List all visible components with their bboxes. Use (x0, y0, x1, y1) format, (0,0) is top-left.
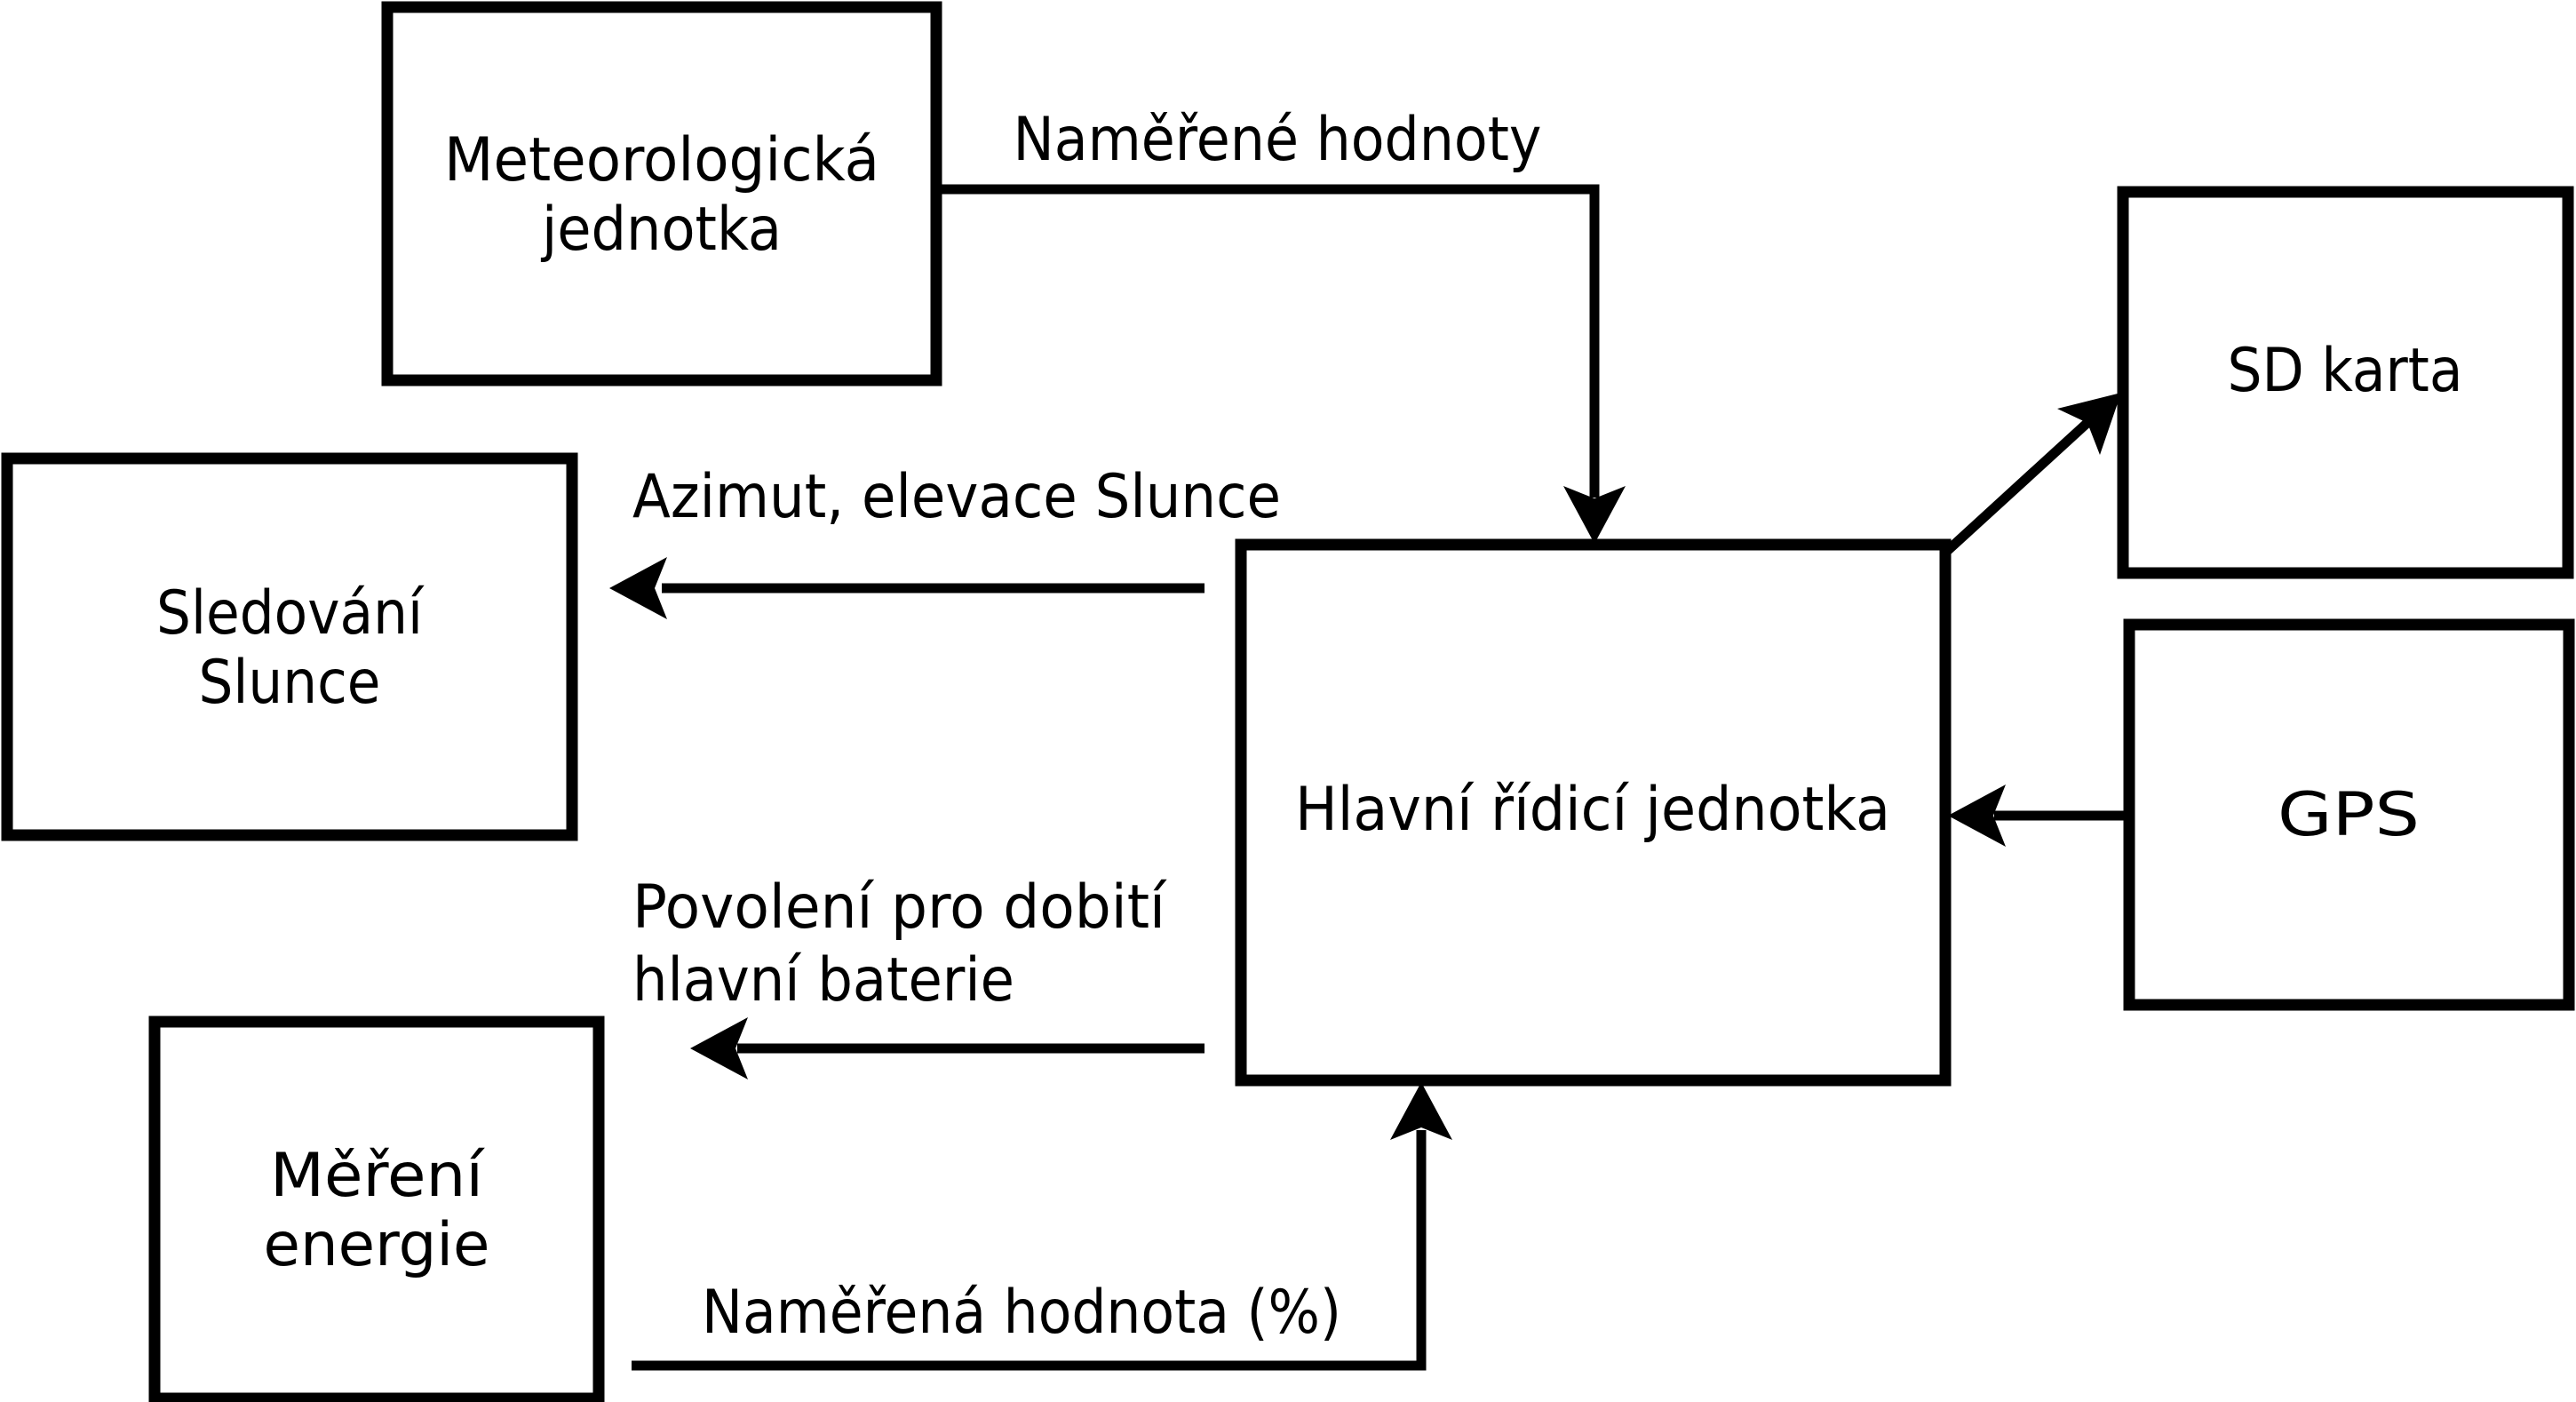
arrowhead-left-gps-icon (1948, 785, 2006, 847)
edges-layer (609, 184, 2129, 1371)
node-mereni-label-line2: energie (264, 1210, 490, 1280)
node-sd-box (2117, 186, 2574, 579)
arrowhead-left-battery-icon (690, 1017, 748, 1079)
node-labels-layer: Meteorologická jednotka Sledování Slunce… (156, 125, 2463, 1280)
edge-label-namerena-hodnota: Naměřená hodnota (%) (702, 1278, 1341, 1348)
arrowhead-left-icon (609, 557, 667, 619)
edge-label-namerene-hodnoty: Naměřené hodnoty (1014, 105, 1542, 175)
arrowhead-down-icon (1563, 486, 1626, 544)
node-sd-label: SD karta (2228, 336, 2463, 406)
edge-label-povoleni-line2: hlavní baterie (632, 945, 1014, 1016)
edge-meteo-to-hrj (936, 184, 1600, 498)
node-meteo-box (381, 1, 942, 386)
node-mereni-box (148, 1016, 605, 1402)
node-gps-box (2123, 618, 2575, 1011)
edge-labels-layer: Naměřené hodnoty Azimut, elevace Slunce … (632, 105, 1542, 1348)
node-hrj-box (1235, 538, 1952, 1087)
edge-label-povoleni-line1: Povolení pro dobití (632, 872, 1167, 943)
node-sledovani-box (1, 452, 578, 841)
node-mereni-label-line1: Měření (270, 1141, 485, 1211)
node-sledovani-label-line2: Slunce (199, 648, 381, 718)
node-gps-label: GPS (2278, 780, 2420, 850)
node-hrj-label: Hlavní řídicí jednotka (1295, 775, 1890, 845)
edge-hrj-to-sd (1942, 417, 2093, 557)
node-meteo-label-line2: jednotka (540, 195, 782, 265)
arrowhead-upright-icon (2057, 393, 2121, 455)
node-meteo-label-line1: Meteorologická (444, 125, 879, 195)
arrowhead-up-icon (1390, 1082, 1452, 1140)
edge-mereni-to-hrj (632, 1130, 1427, 1371)
node-sledovani-label-line1: Sledování (156, 578, 425, 649)
edge-label-azimut-elevace: Azimut, elevace Slunce (632, 462, 1281, 532)
